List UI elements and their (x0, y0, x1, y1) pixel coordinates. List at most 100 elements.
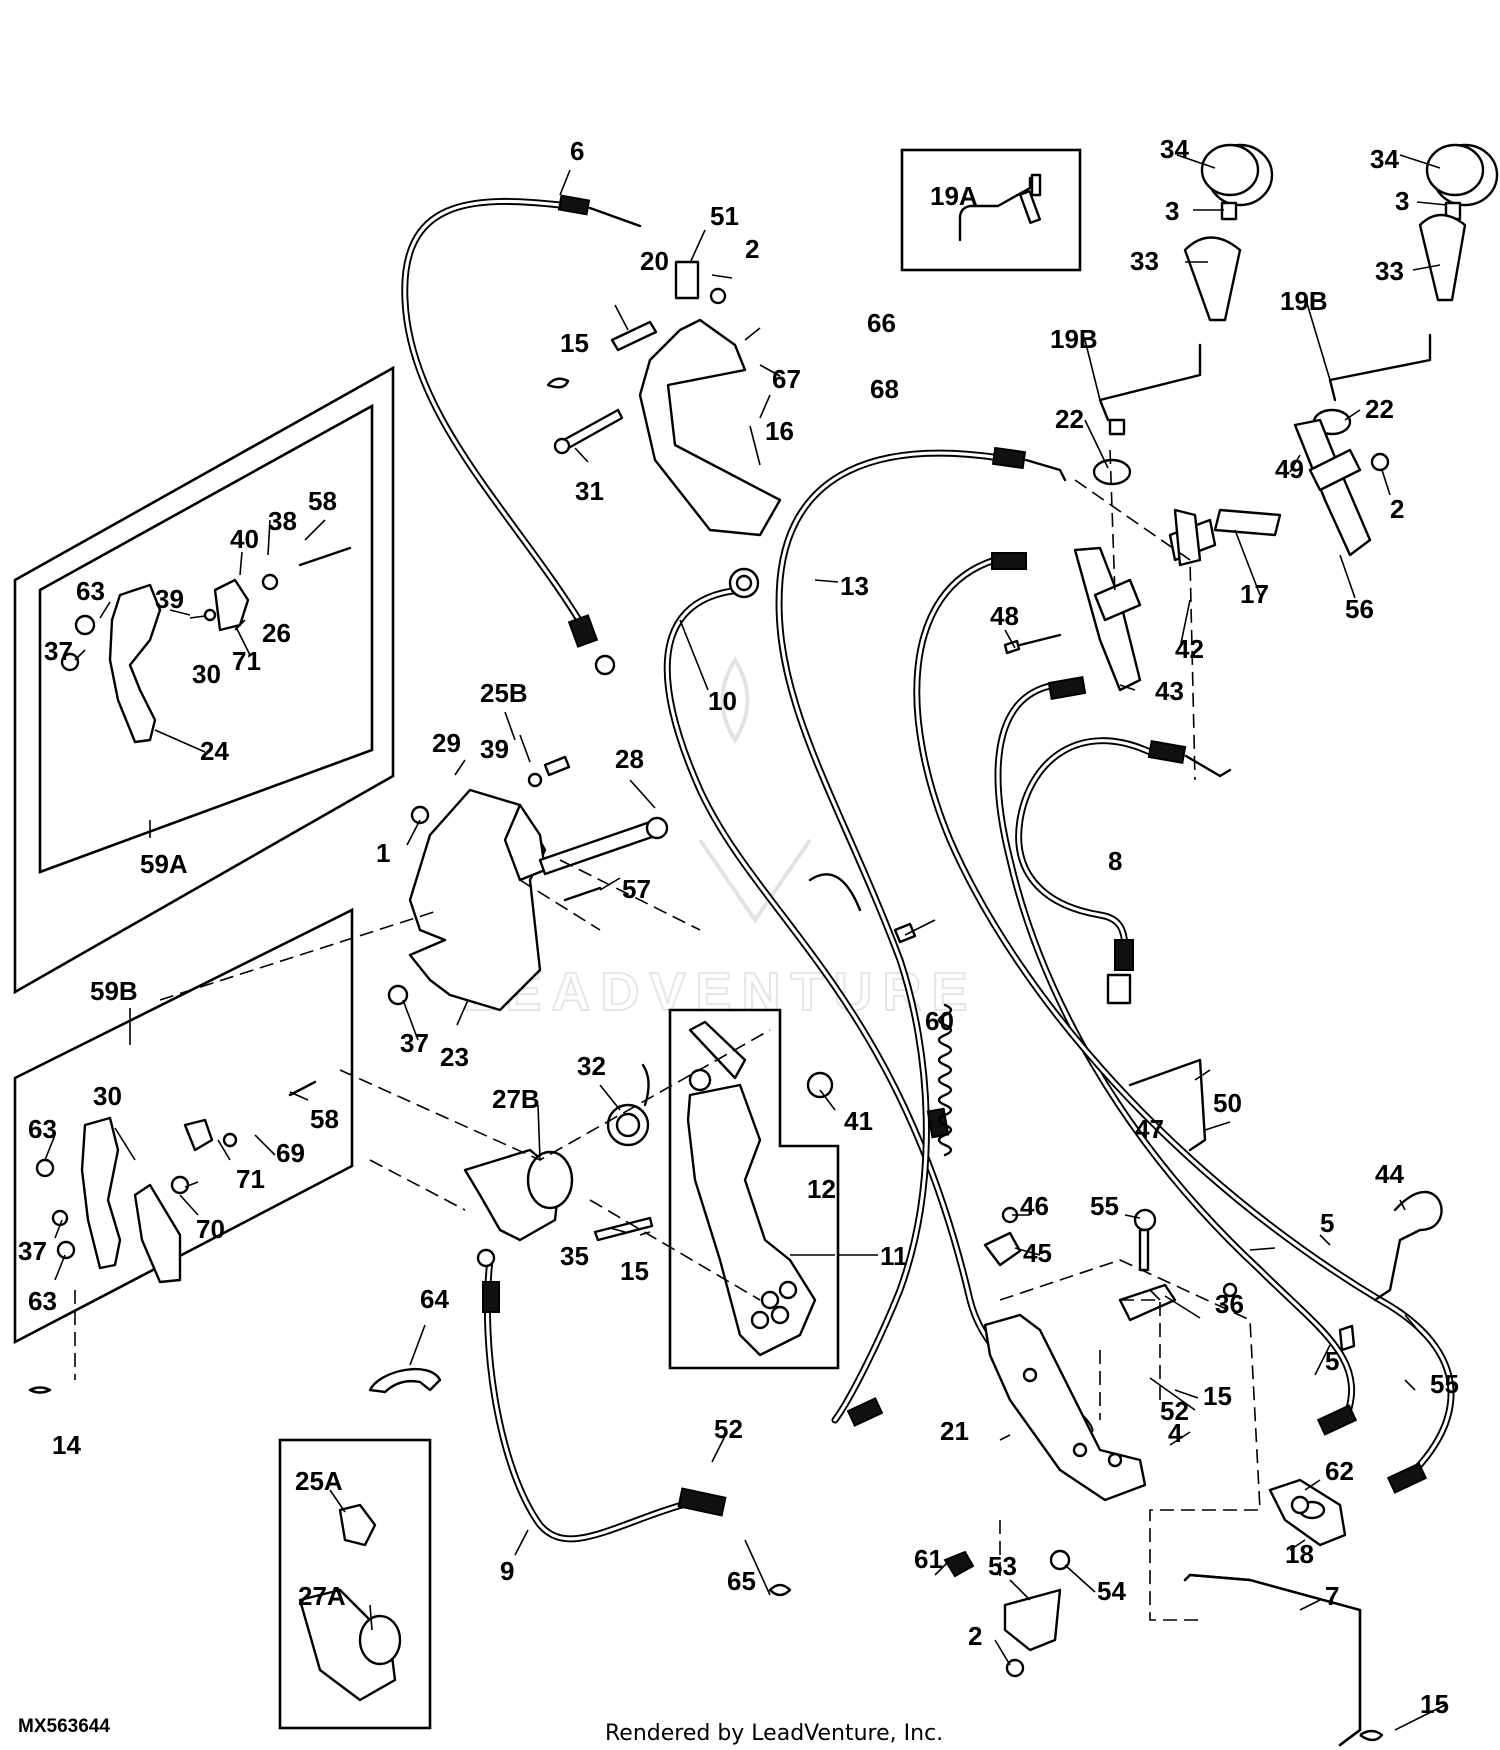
box-59A (13, 365, 395, 995)
callout-7: 7 (1325, 1581, 1339, 1611)
callout-15: 15 (560, 328, 589, 358)
callout-54: 54 (1097, 1576, 1126, 1606)
box-25A-27A (278, 1438, 432, 1730)
callout-37-top: 37 (44, 636, 73, 666)
callout-13: 13 (840, 571, 869, 601)
callout-41: 41 (844, 1106, 873, 1136)
lever-bracket-56 (1168, 418, 1390, 562)
callout-8: 8 (1108, 846, 1122, 876)
callout-19B-left: 19B (1050, 324, 1098, 354)
callout-44: 44 (1375, 1159, 1404, 1189)
callout-30-bottom: 30 (93, 1081, 122, 1111)
callout-23: 23 (440, 1042, 469, 1072)
callout-59A: 59A (140, 849, 188, 879)
callout-71-bottom: 71 (236, 1164, 265, 1194)
callout-21: 21 (940, 1416, 969, 1446)
render-credit: Rendered by LeadVenture, Inc. (605, 1721, 943, 1746)
callout-43: 43 (1155, 676, 1184, 706)
callout-18: 18 (1285, 1539, 1314, 1569)
callout-63-top: 63 (76, 576, 105, 606)
callout-47: 47 (1135, 1114, 1164, 1144)
callout-5-bottom: 5 (1325, 1346, 1339, 1376)
cable-fittings (476, 194, 1428, 1517)
callout-34-right: 34 (1370, 144, 1399, 174)
callout-33-right: 33 (1375, 256, 1404, 286)
callout-37-bottom: 37 (18, 1236, 47, 1266)
callout-46: 46 (1020, 1191, 1049, 1221)
callout-51: 51 (710, 201, 739, 231)
bracket-23 (387, 755, 669, 1012)
callout-3-right: 3 (1395, 186, 1409, 216)
callout-labels: 6 51 2 20 15 16 31 19A 34 34 3 3 33 33 1… (18, 134, 1459, 1719)
callout-52-left: 52 (714, 1414, 743, 1444)
callout-6: 6 (570, 136, 584, 166)
box-59B (13, 907, 354, 1345)
bracket-18 (1268, 1478, 1347, 1547)
callout-55-top: 55 (1090, 1191, 1119, 1221)
leader-lines (44, 154, 1448, 1731)
callout-37-mid: 37 (400, 1028, 429, 1058)
callout-67: 67 (772, 364, 801, 394)
watermark-text: LEADVENTURE (462, 962, 977, 1022)
callout-58-top: 58 (308, 486, 337, 516)
callout-19B-right: 19B (1280, 286, 1328, 316)
box-pedal-12 (668, 1008, 840, 1370)
callout-50: 50 (1213, 1088, 1242, 1118)
callout-63-bottom-a: 63 (28, 1114, 57, 1144)
callout-20: 20 (640, 246, 669, 276)
callout-12: 12 (807, 1174, 836, 1204)
callout-45: 45 (1023, 1238, 1052, 1268)
callout-39-top: 39 (155, 584, 184, 614)
callout-29: 29 (432, 728, 461, 758)
callout-9: 9 (500, 1556, 514, 1586)
pedal-16 (546, 260, 782, 537)
callout-63-bottom-b: 63 (28, 1286, 57, 1316)
lever-24 (60, 546, 352, 744)
callout-34-left: 34 (1160, 134, 1189, 164)
small-parts (28, 873, 1384, 1742)
sector-27B (463, 1063, 654, 1242)
callout-56: 56 (1345, 594, 1374, 624)
cables (401, 197, 1455, 1543)
callout-66: 66 (867, 308, 896, 338)
lever-bracket-43 (1003, 508, 1202, 692)
rods (1128, 1058, 1443, 1747)
callout-15-right: 15 (1203, 1381, 1232, 1411)
callout-27B: 27B (492, 1084, 540, 1114)
callout-38: 38 (268, 506, 297, 536)
watermark-logo: LEADVENTURE (461, 656, 977, 1023)
callout-2: 2 (745, 234, 759, 264)
callout-52-right: 52 (1160, 1396, 1189, 1426)
box-19A (900, 148, 1082, 272)
callout-28: 28 (615, 744, 644, 774)
callout-17: 17 (1240, 579, 1269, 609)
callout-32: 32 (577, 1051, 606, 1081)
pedal-12 (686, 1020, 834, 1357)
diagram-id: MX563644 (18, 1716, 110, 1737)
callout-4: 4 (1168, 1418, 1183, 1448)
callout-60: 60 (925, 1006, 954, 1036)
callout-36: 36 (1215, 1289, 1244, 1319)
lever-30 (35, 1080, 317, 1284)
callout-15-bottom: 15 (1420, 1689, 1449, 1719)
callout-35: 35 (560, 1241, 589, 1271)
callout-1: 1 (376, 838, 390, 868)
callout-53: 53 (988, 1551, 1017, 1581)
callout-61: 61 (914, 1544, 943, 1574)
plate-21 (983, 1208, 1177, 1502)
callout-48: 48 (990, 601, 1019, 631)
callout-25B: 25B (480, 678, 528, 708)
callout-19A: 19A (930, 181, 978, 211)
callout-68: 68 (870, 374, 899, 404)
callout-16: 16 (765, 416, 794, 446)
callout-11: 11 (880, 1241, 908, 1271)
callout-22-left: 22 (1055, 404, 1084, 434)
callout-65: 65 (727, 1566, 756, 1596)
callout-64: 64 (420, 1284, 449, 1314)
callout-10: 10 (708, 686, 737, 716)
callout-25A: 25A (295, 1466, 343, 1496)
callout-69: 69 (276, 1138, 305, 1168)
callout-30-top: 30 (192, 659, 221, 689)
callout-14: 14 (52, 1430, 81, 1460)
